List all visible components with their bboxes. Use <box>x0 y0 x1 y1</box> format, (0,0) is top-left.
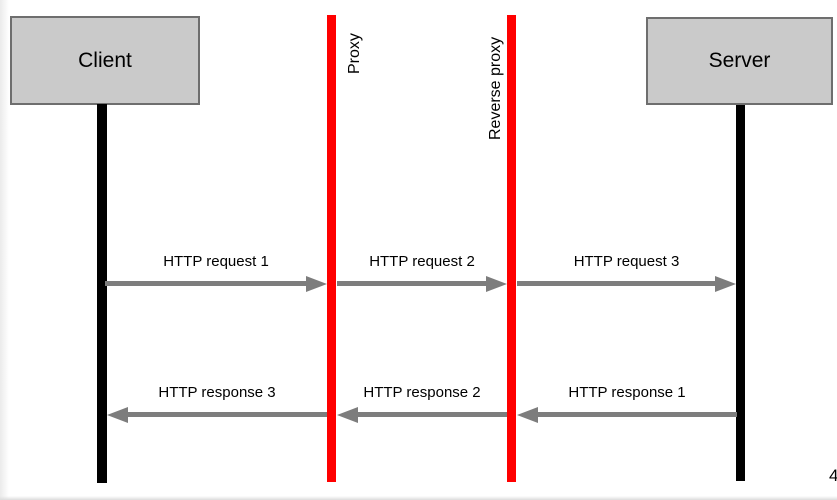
message-label: HTTP response 3 <box>158 384 276 401</box>
proxy-lifeline <box>327 15 336 482</box>
page-edge-bottom <box>0 496 837 500</box>
message-http-response-1: HTTP response 1 <box>517 384 737 432</box>
arrowhead-left-icon <box>517 406 538 423</box>
message-label: HTTP request 1 <box>163 253 269 270</box>
page-number: 4 <box>829 466 837 485</box>
arrow-shaft <box>337 281 490 286</box>
arrowhead-left-icon <box>107 406 128 423</box>
server-node-label: Server <box>708 49 771 72</box>
arrow-shaft <box>105 281 310 286</box>
reverse-proxy-lifeline <box>507 15 516 482</box>
message-http-request-3: HTTP request 3 <box>517 253 736 301</box>
message-http-response-3: HTTP response 3 <box>107 384 327 432</box>
arrow-shaft <box>517 281 719 286</box>
client-node-label: Client <box>78 48 132 72</box>
reverse-proxy-label: Reverse proxy <box>487 36 504 140</box>
arrow-shaft <box>124 412 327 417</box>
server-lifeline <box>736 105 745 481</box>
arrowhead-left-icon <box>337 406 358 423</box>
message-label: HTTP response 2 <box>363 384 481 401</box>
message-http-request-1: HTTP request 1 <box>105 253 327 301</box>
arrowhead-right-icon <box>486 275 507 292</box>
arrowhead-right-icon <box>715 275 736 292</box>
client-lifeline <box>97 104 107 483</box>
arrowhead-right-icon <box>306 275 327 292</box>
message-label: HTTP response 1 <box>568 384 686 401</box>
message-http-response-2: HTTP response 2 <box>337 384 507 432</box>
message-http-request-2: HTTP request 2 <box>337 253 507 301</box>
client-node: Client <box>10 16 200 105</box>
message-label: HTTP request 2 <box>369 253 475 270</box>
proxy-label: Proxy <box>346 33 363 74</box>
server-node: Server <box>646 17 833 105</box>
page-edge-left <box>0 0 9 500</box>
message-label: HTTP request 3 <box>573 253 680 270</box>
arrow-shaft <box>354 412 507 417</box>
arrow-shaft <box>534 412 737 417</box>
